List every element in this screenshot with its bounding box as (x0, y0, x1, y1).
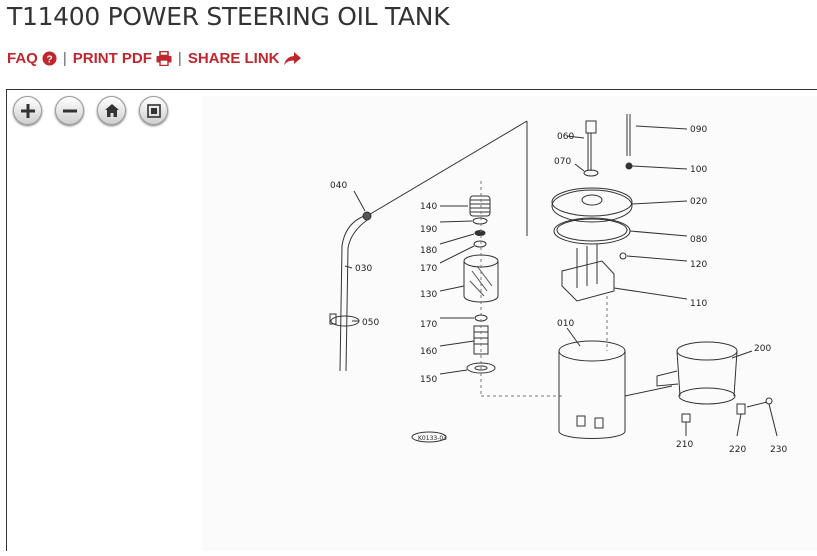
part-label-100: 100 (690, 165, 707, 175)
link-separator: | (177, 50, 182, 67)
part-label-210: 210 (676, 440, 693, 450)
part-label-080: 080 (690, 235, 707, 245)
parts-diagram-drawing: 060 070 090 100 020 080 120 110 040 030 … (329, 114, 787, 455)
part-label-040: 040 (330, 181, 347, 191)
page-title: T11400 POWER STEERING OIL TANK (7, 2, 450, 31)
link-separator: | (62, 50, 67, 67)
part-label-070: 070 (554, 157, 571, 167)
diagram-stamp: K0133-03 (418, 435, 447, 442)
image-viewer[interactable]: 060 070 090 100 020 080 120 110 040 030 … (6, 89, 817, 551)
part-label-030: 030 (355, 264, 372, 274)
share-link[interactable]: SHARE LINK (188, 50, 301, 67)
home-button[interactable] (97, 96, 126, 125)
print-pdf-link[interactable]: PRINT PDF (73, 50, 172, 67)
zoom-out-button[interactable] (55, 96, 84, 125)
part-label-130: 130 (420, 290, 437, 300)
faq-label: FAQ (7, 50, 38, 67)
zoom-in-icon (20, 103, 35, 118)
part-label-060: 060 (557, 132, 574, 142)
action-links: FAQ ? | PRINT PDF | SHARE LINK (7, 50, 301, 67)
part-label-220: 220 (729, 445, 746, 455)
zoom-in-button[interactable] (13, 96, 42, 125)
print-pdf-label: PRINT PDF (72, 50, 152, 67)
question-circle-icon: ? (42, 51, 57, 66)
part-label-140: 140 (420, 202, 437, 212)
part-label-050: 050 (362, 318, 379, 328)
share-arrow-icon (283, 51, 301, 65)
svg-text:?: ? (46, 54, 52, 65)
share-link-label: SHARE LINK (187, 50, 280, 67)
part-label-170b: 170 (420, 320, 437, 330)
home-icon (104, 104, 119, 117)
part-label-150: 150 (420, 375, 437, 385)
zoom-out-icon (62, 109, 77, 112)
part-label-160: 160 (420, 347, 437, 357)
faq-link[interactable]: FAQ ? (7, 50, 57, 67)
part-label-190: 190 (420, 225, 437, 235)
part-label-200: 200 (754, 344, 771, 354)
part-label-010: 010 (557, 319, 574, 329)
part-label-020: 020 (690, 197, 707, 207)
part-label-230: 230 (770, 445, 787, 455)
part-label-180: 180 (420, 246, 437, 256)
parts-diagram: 060 070 090 100 020 080 120 110 040 030 … (202, 96, 817, 551)
printer-icon (156, 51, 172, 66)
part-label-090: 090 (690, 125, 707, 135)
fullscreen-icon (146, 103, 161, 118)
part-label-110: 110 (690, 299, 707, 309)
part-label-120: 120 (690, 260, 707, 270)
part-label-170: 170 (420, 264, 437, 274)
fullscreen-button[interactable] (139, 96, 168, 125)
